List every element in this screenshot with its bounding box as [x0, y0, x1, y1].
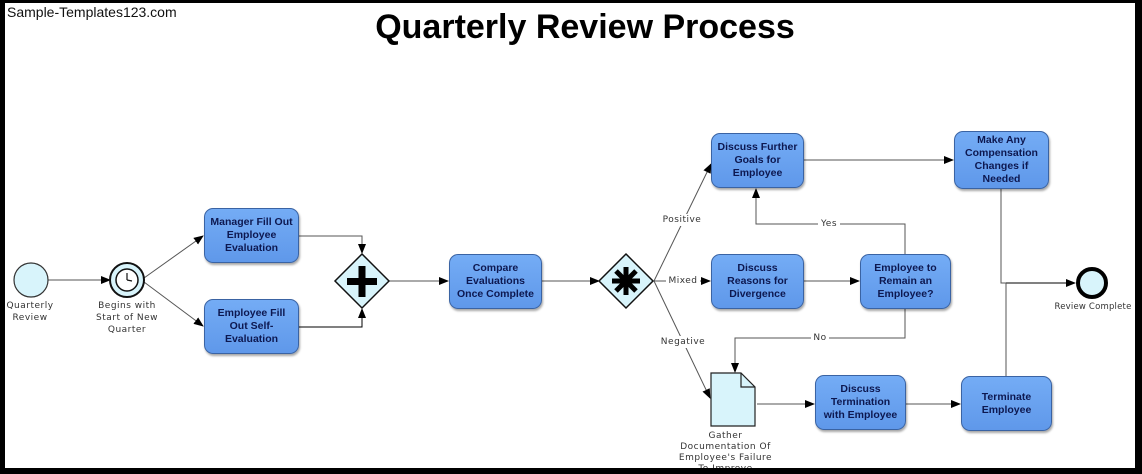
start-event-icon[interactable] — [13, 262, 49, 298]
task-discuss-reasons[interactable]: Discuss Reasons for Divergence — [711, 254, 804, 309]
flow-label-yes: Yes — [818, 218, 840, 230]
timer-event-icon[interactable] — [109, 262, 145, 298]
flow-compensation-down — [1000, 188, 1006, 284]
parallel-gateway-icon[interactable] — [333, 252, 391, 310]
task-remain-decision[interactable]: Employee to Remain an Employee? — [860, 254, 951, 309]
document-icon[interactable] — [710, 372, 756, 427]
task-employee-self-evaluation[interactable]: Employee Fill Out Self-Evaluation — [204, 299, 299, 354]
task-discuss-further-goals[interactable]: Discuss Further Goals for Employee — [711, 133, 804, 188]
flow-label-negative: Negative — [658, 336, 708, 348]
flow-timer-to-employee — [143, 281, 204, 327]
flow-label-positive: Positive — [659, 214, 705, 226]
flow-employee-to-gateway — [298, 308, 366, 328]
task-discuss-termination[interactable]: Discuss Termination with Employee — [815, 375, 906, 430]
flow-label-mixed: Mixed — [666, 275, 700, 287]
timer-event-label: Begins with Start of New Quarter — [95, 301, 158, 335]
task-compare-evaluations[interactable]: Compare Evaluations Once Complete — [449, 254, 542, 309]
document-label: Gather Documentation Of Employee's Failu… — [678, 431, 773, 468]
end-event-label: Review Complete — [1054, 302, 1132, 312]
start-event-label: Quarterly Review — [6, 301, 54, 323]
task-manager-evaluation[interactable]: Manager Fill Out Employee Evaluation — [204, 208, 299, 263]
flow-manager-to-gateway — [298, 235, 366, 254]
task-compensation-changes[interactable]: Make Any Compensation Changes if Needed — [954, 131, 1049, 189]
watermark: Sample-Templates123.com — [7, 4, 177, 20]
end-event-icon[interactable] — [1076, 267, 1108, 299]
diagram-canvas: Sample-Templates123.com Quarterly Review… — [5, 3, 1135, 468]
flow-label-no: No — [811, 332, 829, 344]
page-title: Quarterly Review Process — [375, 8, 795, 46]
flow-timer-to-manager — [143, 235, 204, 279]
complex-gateway-icon[interactable] — [597, 252, 655, 310]
flow-connectors — [13, 156, 1108, 427]
task-terminate-employee[interactable]: Terminate Employee — [961, 376, 1052, 431]
